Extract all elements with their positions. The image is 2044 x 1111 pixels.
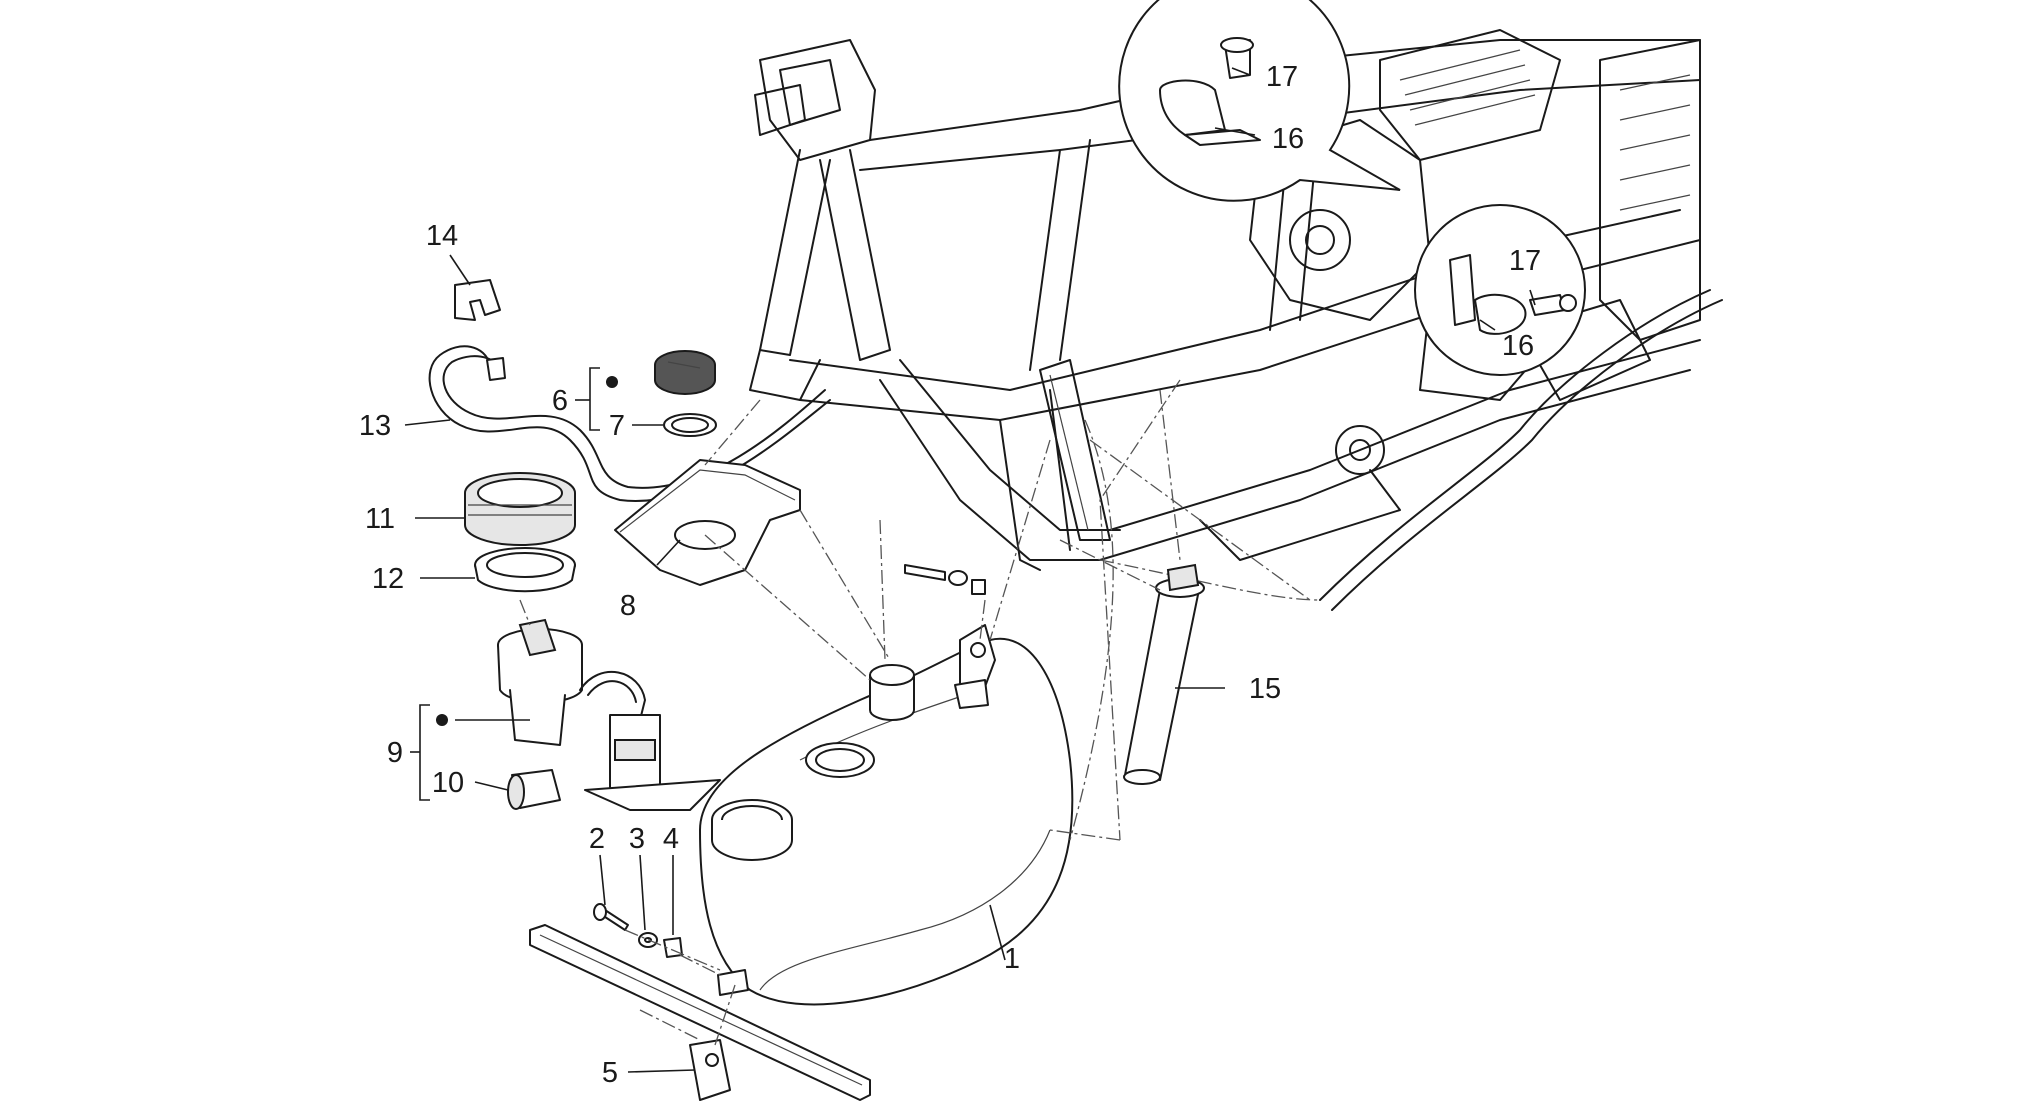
callout-14: 14: [426, 220, 458, 252]
part-6-fuel-cap: [654, 350, 716, 395]
callout-17-top: 17: [1266, 61, 1298, 93]
leader-lines: [404, 67, 1536, 1073]
detail-circle-right: [1414, 204, 1586, 376]
assembly-dash-lines: [519, 379, 1311, 1046]
part-15-level-sender: [1123, 563, 1205, 785]
callout-10: 10: [432, 767, 464, 799]
part-14-clip: [454, 279, 501, 321]
callout-3: 3: [629, 823, 645, 855]
callouts: 1 2 3 4 5 6 7 8 9 10 11 12 13 14 15 17 1…: [359, 61, 1541, 1089]
scooter-frame: [749, 29, 1723, 611]
part-11-locking-ring: [464, 472, 576, 546]
part-5-mounting-bracket: [529, 924, 871, 1101]
callout-6: 6: [552, 385, 568, 417]
callout-13: 13: [359, 410, 391, 442]
bullet-6: [606, 376, 618, 388]
callout-17-right: 17: [1509, 245, 1541, 277]
callout-4: 4: [663, 823, 679, 855]
tank-mount-hardware: [904, 564, 986, 595]
part-1-fuel-tank: [699, 624, 1074, 1006]
part-8-filler-tray: [614, 459, 801, 586]
callout-7: 7: [609, 410, 625, 442]
callout-1: 1: [1004, 943, 1020, 975]
callout-2: 2: [589, 823, 605, 855]
callout-16-top: 16: [1272, 123, 1304, 155]
part-7-o-ring: [663, 413, 717, 437]
part-10-fuel-filter: [507, 769, 561, 810]
callout-11: 11: [365, 503, 395, 535]
callout-5: 5: [602, 1057, 618, 1089]
parts-2-3-4-hardware: [593, 903, 683, 958]
part-9-fuel-pump: [497, 618, 721, 811]
part-12-seal: [474, 547, 576, 593]
callout-12: 12: [372, 563, 404, 595]
callout-8: 8: [620, 590, 636, 622]
detail-circle-top: [1118, 0, 1401, 202]
callout-15: 15: [1249, 673, 1281, 705]
callout-9: 9: [387, 737, 403, 769]
bullet-9: [436, 714, 448, 726]
group-bracket-9-10: [410, 704, 448, 801]
group-bracket-6-7: [575, 367, 618, 431]
callout-16-right: 16: [1502, 330, 1534, 362]
